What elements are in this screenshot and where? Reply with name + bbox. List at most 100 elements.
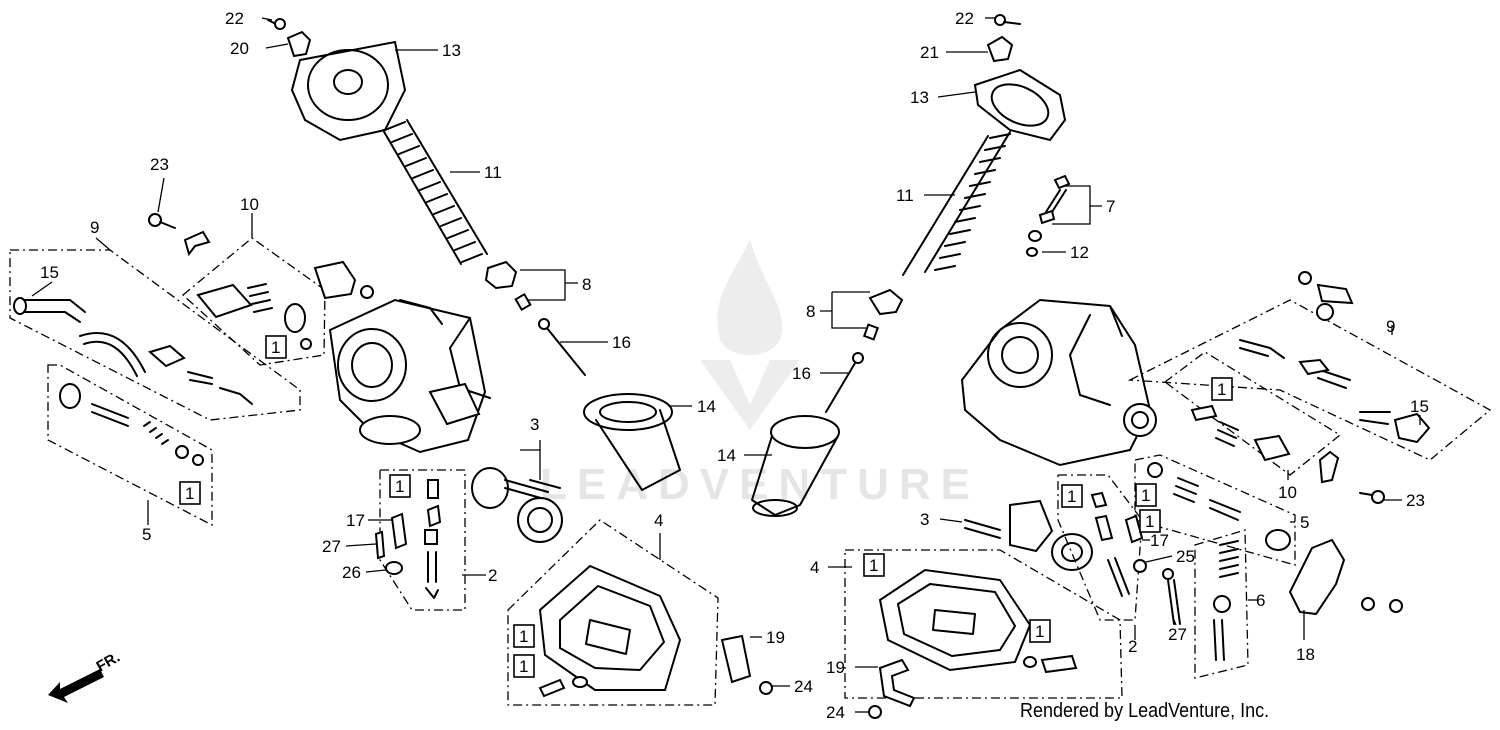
boxed-label: 1: [389, 474, 411, 498]
spring-11-left: [382, 119, 488, 265]
screw-22-right: [994, 14, 1021, 26]
left-carburetor-assembly: [9, 18, 773, 706]
jet-needle-16-right: [825, 352, 864, 413]
carburetor-body-left: [328, 298, 491, 454]
leader-lines: [31, 17, 1421, 713]
callout-16-right: 16: [792, 364, 811, 383]
group-5-outline-right: [1134, 454, 1296, 566]
needle-holder-8-right: [862, 288, 904, 341]
callout-12: 12: [1070, 243, 1089, 262]
callout-8-right: 8: [806, 302, 815, 321]
svg-text:1: 1: [1035, 622, 1044, 641]
clamp-21: [986, 35, 1014, 63]
callout-14-right: 14: [717, 446, 736, 465]
boxed-labels: 1 1 1 1 1 1 1 1 1 1 1 1: [179, 335, 1233, 678]
bracket-19-left: [720, 634, 752, 684]
svg-text:1: 1: [1067, 487, 1076, 506]
needle-holder-8-left: [484, 260, 532, 312]
slow-jet-17-left: [390, 512, 408, 550]
group-10-outline-left: [182, 237, 326, 366]
svg-text:1: 1: [519, 657, 528, 676]
callout-22-right: 22: [955, 9, 974, 28]
callout-7: 7: [1106, 197, 1115, 216]
callout-11-left: 11: [484, 163, 502, 182]
vacuum-piston-14-left: [583, 393, 681, 491]
callout-4-right: 4: [810, 558, 819, 577]
group-5-outline-left: [47, 364, 213, 527]
o-ring-26-left: [385, 561, 403, 575]
callout-19-right: 19: [826, 658, 845, 677]
boxed-label: 1: [265, 335, 287, 359]
callout-3-left: 3: [530, 415, 539, 434]
screw-24-right: [868, 705, 882, 719]
callout-13-left: 13: [442, 41, 461, 60]
vacuum-piston-14-right: [751, 415, 840, 517]
callout-19-left: 19: [766, 628, 785, 647]
svg-text:1: 1: [1145, 512, 1154, 531]
screw-set-7: [1038, 174, 1071, 225]
drain-screw-right: [1023, 654, 1078, 674]
accelerator-pump-left: [196, 283, 312, 350]
group-2-outline-left: [379, 469, 466, 611]
callout-10-left: 10: [240, 195, 259, 214]
group-2-outline-right: [1057, 474, 1143, 621]
screw-set-6: [1213, 540, 1239, 661]
watermark-text: LEADVENTURE: [540, 460, 981, 509]
jet-set-2-left: [424, 479, 442, 599]
callout-26: 26: [342, 563, 361, 582]
callout-25: 25: [1176, 547, 1195, 566]
callout-24-left: 24: [794, 677, 813, 696]
callout-9-left: 9: [90, 218, 99, 237]
boxed-label: 1: [513, 654, 535, 678]
svg-text:1: 1: [869, 556, 878, 575]
callout-2-right: 2: [1128, 637, 1137, 656]
svg-text:1: 1: [395, 477, 404, 496]
bracket-right-small: [1318, 450, 1340, 484]
fitting-upper-right: [1298, 271, 1354, 321]
top-cover-13-left: [290, 40, 407, 142]
boxed-label: 1: [1139, 509, 1161, 533]
svg-text:1: 1: [1217, 380, 1226, 399]
callout-16-left: 16: [612, 333, 631, 352]
boxed-label: 1: [1135, 483, 1157, 507]
boxed-label: 1: [1061, 484, 1083, 508]
float-3-right: [964, 499, 1093, 571]
callout-6: 6: [1256, 591, 1265, 610]
callout-23-left: 23: [150, 155, 169, 174]
callout-14-left: 14: [697, 397, 716, 416]
boxed-label: 1: [1029, 619, 1051, 643]
callout-5-right: 5: [1300, 513, 1309, 532]
svg-text:1: 1: [185, 484, 194, 503]
callout-27-right: 27: [1168, 625, 1187, 644]
callout-8-left: 8: [582, 275, 591, 294]
screw-23-right: [1359, 490, 1385, 504]
callout-2-left: 2: [488, 566, 497, 585]
group-4-outline-left: [507, 519, 719, 706]
solenoid-left: [313, 260, 374, 300]
slow-jet-17-right: [1124, 514, 1144, 544]
plug-25: [1133, 559, 1147, 573]
link-18: [1288, 538, 1403, 616]
callout-9-right: 9: [1386, 317, 1395, 336]
callout-17-right: 17: [1150, 531, 1169, 550]
callout-15-left: 15: [40, 263, 59, 282]
callout-5-left: 5: [142, 525, 151, 544]
callout-24-right: 24: [826, 703, 845, 722]
callout-15-right: 15: [1410, 397, 1429, 416]
callout-17-left: 17: [346, 511, 365, 530]
bracket-19-right: [878, 658, 916, 708]
group-10-outline-right: [1163, 351, 1342, 476]
callout-3-right: 3: [920, 510, 929, 529]
callout-23-right: 23: [1406, 491, 1425, 510]
boxed-label: 1: [1211, 377, 1233, 401]
pilot-screw-set-left: [59, 383, 204, 466]
top-cover-13-right: [973, 68, 1067, 142]
float-chamber-4-left: [538, 564, 682, 691]
callout-4-left: 4: [654, 511, 663, 530]
leadventure-logo-watermark: [700, 240, 800, 430]
pilot-jet-27-right: [1162, 568, 1181, 625]
float-chamber-4-right: [878, 568, 1032, 672]
pilot-screw-set-right: [1147, 462, 1291, 551]
spring-11-right: [902, 131, 1011, 276]
